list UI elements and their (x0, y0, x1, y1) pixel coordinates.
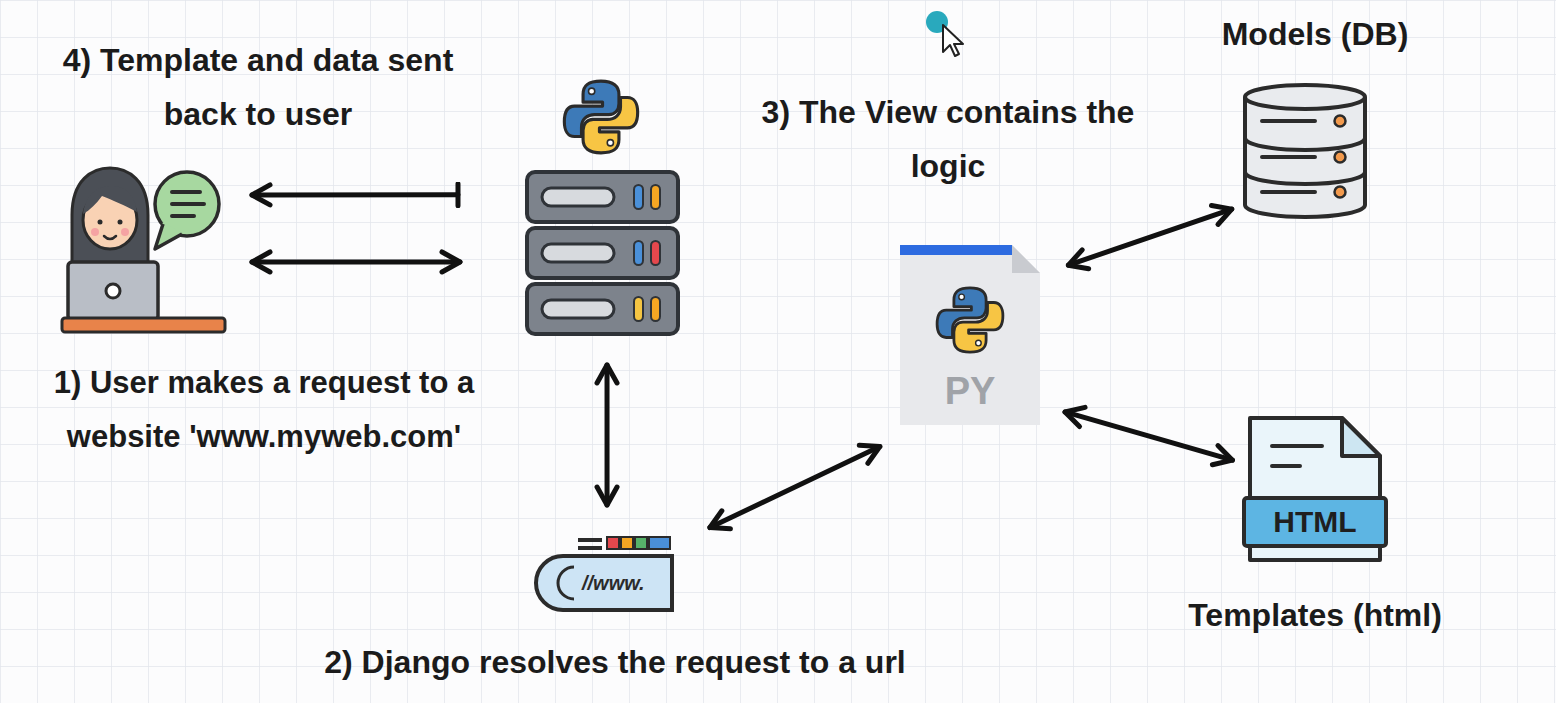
user-illustration-part (106, 284, 120, 298)
url-illustration-part (558, 567, 574, 599)
html-file-illustration-part (1272, 446, 1322, 466)
server-illustration-part-part (634, 185, 643, 209)
server-illustration-part-part (634, 297, 643, 321)
server-illustration-part (564, 81, 637, 153)
step-label: 3) The View contains the logic (753, 85, 1143, 193)
view-file-illustration-part (900, 245, 1012, 255)
flow-arrow (252, 192, 458, 197)
templates-node: HTMLTemplates (html) (1244, 418, 1386, 560)
server-illustration-part (527, 228, 678, 278)
url-illustration (536, 537, 672, 610)
mouse-cursor-part (943, 25, 963, 56)
server-illustration-part-part (527, 228, 678, 278)
user-illustration-part (91, 228, 99, 236)
user-illustration-part (155, 222, 182, 249)
url-illustration-part (621, 537, 633, 549)
icon-text: //www. (582, 570, 668, 596)
server-illustration-part (527, 172, 678, 222)
flow-arrow (1068, 209, 1231, 265)
user-illustration-part (72, 168, 148, 268)
server-illustration-part-part (542, 188, 614, 206)
mouse-cursor (926, 11, 963, 56)
database-illustration (1245, 85, 1365, 217)
server-illustration-part-part (651, 241, 660, 265)
database-illustration-part (1335, 187, 1346, 198)
view-file-illustration (900, 245, 1040, 425)
url-illustration-part (578, 538, 602, 542)
view-file-illustration-part (1012, 245, 1040, 273)
component-label: Models (DB) (1150, 12, 1480, 56)
url-illustration-part (649, 537, 670, 549)
database-illustration-part (1245, 97, 1365, 217)
flow-arrow (605, 365, 610, 505)
url-illustration-part (635, 537, 647, 549)
url-illustration-part (607, 537, 619, 549)
server-illustration-part-part (527, 284, 678, 334)
component-label: Templates (html) (1150, 593, 1480, 637)
database-illustration-part (1245, 85, 1365, 109)
server-illustration-part-part (542, 300, 614, 318)
server-illustration-part-part (651, 297, 660, 321)
step-label: 4) Template and data sent back to user (48, 33, 468, 141)
html-file-illustration-part (1342, 418, 1380, 456)
flow-arrow (1065, 412, 1232, 460)
user-illustration-part (62, 318, 225, 332)
server-illustration-part-part (634, 241, 643, 265)
user-illustration-part (104, 236, 116, 239)
server-illustration-part-part (651, 185, 660, 209)
icon-text: HTML (1250, 501, 1380, 543)
database-illustration-part (1245, 138, 1365, 150)
user-node: 1) User makes a request to a website 'ww… (60, 160, 232, 335)
user-illustration-part (83, 186, 137, 214)
user-illustration-part (172, 192, 204, 216)
user-illustration-part (121, 228, 129, 236)
database-illustration-part (1262, 121, 1315, 192)
server-node (525, 170, 680, 335)
database-illustration-part (1245, 172, 1365, 184)
database-illustration-part (1335, 116, 1346, 127)
view-node: 3) The View contains the logicPY (900, 245, 1040, 425)
connectors (252, 195, 1232, 528)
html-file-illustration (1244, 418, 1386, 560)
user-illustration-part (98, 220, 103, 225)
user-illustration-part (118, 220, 123, 225)
url-illustration-part (536, 556, 672, 610)
view-file-illustration-part (900, 245, 1040, 425)
url-illustration-part (578, 546, 602, 550)
icon-text: PY (920, 368, 1020, 414)
server-illustration-part-part (542, 244, 614, 262)
step-label: 1) User makes a request to a website 'ww… (4, 356, 524, 464)
html-file-illustration-part (1244, 498, 1386, 546)
models-node: Models (DB) (1245, 85, 1365, 217)
server-illustration-part-part (527, 172, 678, 222)
database-illustration-part (1335, 152, 1346, 163)
flow-arrow (710, 447, 880, 528)
user-illustration (62, 168, 225, 332)
server-illustration-part (527, 284, 678, 334)
user-illustration-part (68, 262, 158, 320)
user-illustration-part (155, 224, 182, 249)
view-file-illustration-part (937, 288, 1003, 352)
server-illustration (527, 81, 678, 334)
url-node: //www.2) Django resolves the request to … (535, 537, 672, 612)
flow-arrow (252, 259, 460, 264)
step-label: 2) Django resolves the request to a url (235, 640, 995, 684)
